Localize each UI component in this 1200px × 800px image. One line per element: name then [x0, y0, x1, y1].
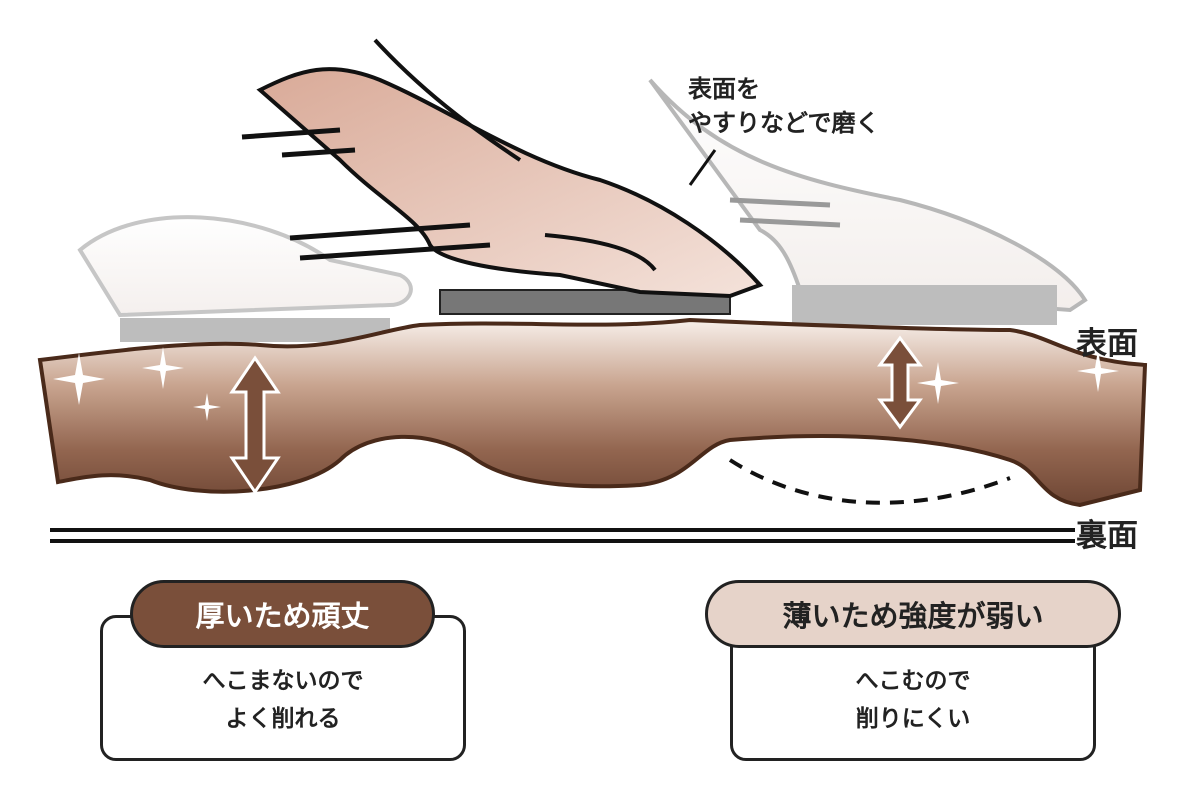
faded-hand-right [648, 78, 1088, 313]
file-left [120, 318, 390, 342]
thickness-arrow-left [229, 355, 281, 495]
right-title-pill: 薄いため強度が弱い [705, 580, 1121, 648]
dent-dashed-curve [728, 458, 1011, 505]
left-body: へこまないので よく削れる [202, 668, 364, 732]
center-hand [256, 67, 764, 299]
file-right [792, 285, 1057, 325]
callout-leader [688, 149, 717, 186]
right-body: へこむので 削りにくい [855, 668, 971, 732]
label-top-surface: 表面 [1076, 326, 1138, 362]
label-bottom-surface: 裏面 [1076, 518, 1138, 554]
sparkles [53, 347, 1119, 421]
nail-plate [37, 317, 1148, 508]
base-lines [50, 528, 1075, 543]
thickness-arrow-right [877, 335, 923, 430]
motion-lines [241, 127, 491, 261]
callout-text: 表面を やすりなどで磨く [688, 75, 880, 137]
faded-hand-left [77, 215, 413, 318]
left-title-pill: 厚いため頑丈 [130, 580, 435, 648]
